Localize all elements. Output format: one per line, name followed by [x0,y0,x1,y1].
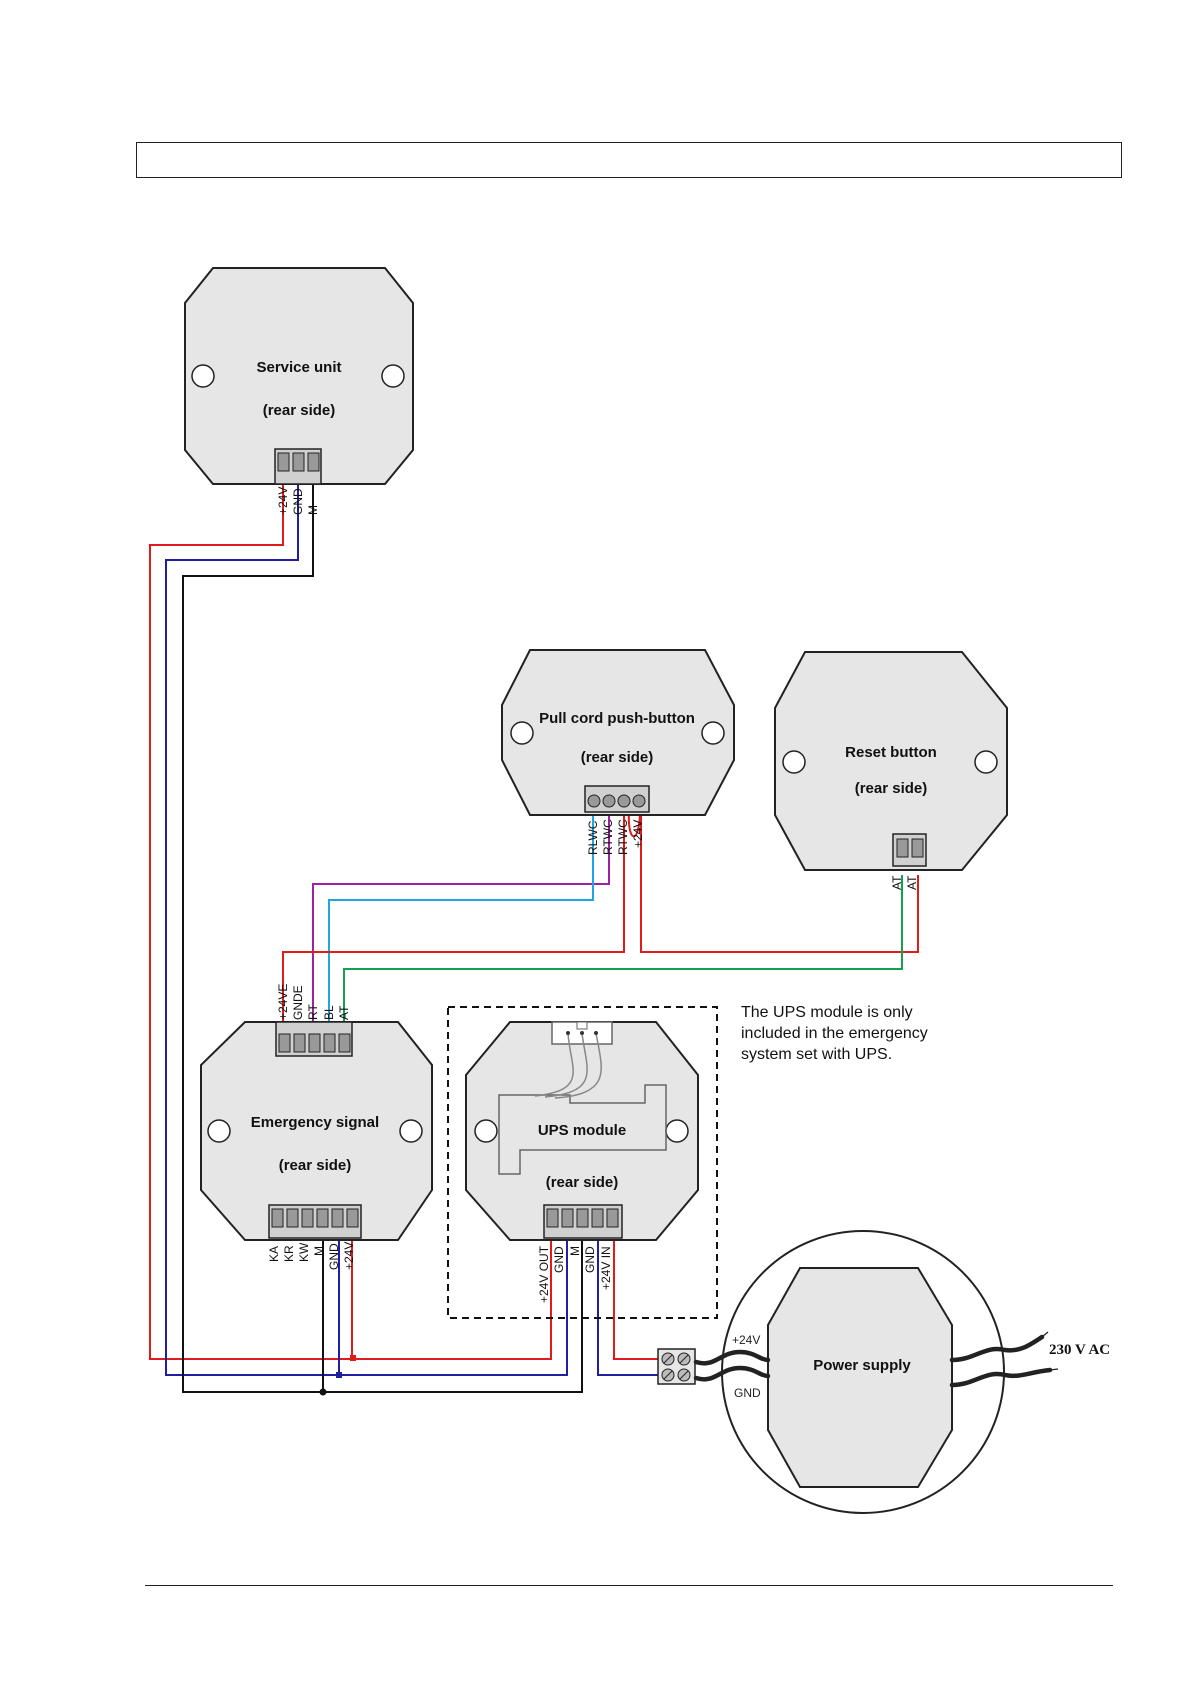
pin-label: AT [337,1005,351,1020]
mount-hole [191,364,215,388]
pin-label: GND [291,488,305,515]
terminal-block [584,785,650,813]
mount-hole [782,750,806,774]
mount-hole [510,721,534,745]
terminal-block-top [275,1021,353,1057]
ups-dashed-boundary [447,1006,718,1319]
mount-hole [474,1119,498,1143]
terminal-block-bottom [268,1204,362,1239]
wire-service-gnd [165,484,339,1376]
pin-label: GND [552,1246,566,1273]
ups-module-title: UPS module [538,1122,626,1139]
pin-label: +24V [342,1242,356,1270]
power-supply-plus-label: +24V [732,1333,760,1347]
pull-cord-subtitle: (rear side) [581,749,654,766]
power-supply-cables [693,1334,1053,1388]
pull-cord-push-button: Pull cord push-button (rear side) RLWC R… [501,649,735,855]
pin-label: RT [306,1004,320,1020]
pin-label: KW [297,1242,311,1262]
pin-label: RLWC [586,820,600,855]
pin-label: M [568,1246,582,1256]
pin-label: +24V [631,820,645,848]
mount-hole [974,750,998,774]
wire-ups-gnd [597,1230,660,1376]
pull-cord-title: Pull cord push-button [539,710,695,727]
screw-connector [657,1348,696,1385]
reset-button: Reset button (rear side) AT AT [774,651,1008,890]
wire-red-loop [627,809,641,838]
header-box [136,142,1122,178]
wire-purple [312,806,610,1024]
wire-service-24v [149,484,352,1360]
pin-label: AT [890,875,904,890]
pin-label: RTWC [616,819,630,855]
service-unit-title: Service unit [256,359,341,376]
pin-label: +24V IN [599,1246,613,1290]
pin-label: KA [267,1246,281,1262]
wire-em-m [322,1230,583,1393]
service-unit-subtitle: (rear side) [263,402,336,419]
ups-note-line-1: The UPS module is only [741,1004,913,1021]
pin-label: RTWC [601,819,615,855]
emergency-signal-subtitle: (rear side) [279,1157,352,1174]
power-supply-title: Power supply [813,1357,911,1374]
wire-cyan [328,806,594,1024]
power-supply-gnd-label: GND [734,1386,761,1400]
wire-red-24ve [282,806,625,1024]
emergency-signal: Emergency signal (rear side) +24VE GNDE … [200,984,433,1270]
pin-label: +24VE [276,984,290,1020]
mount-hole [207,1119,231,1143]
pin-label: GNDE [291,985,305,1020]
mount-hole [665,1119,689,1143]
mount-hole [701,721,725,745]
pin-label: AT [905,875,919,890]
reset-button-subtitle: (rear side) [855,780,928,797]
wire-red-reset [640,806,919,953]
wire-em-gnd [338,1230,568,1376]
pin-label: M [312,1246,326,1256]
mount-hole [381,364,405,388]
terminal-block [892,833,927,867]
mains-label: 230 V AC [1049,1342,1110,1358]
mount-hole [399,1119,423,1143]
pin-label: +24V OUT [537,1245,551,1303]
emergency-signal-title: Emergency signal [251,1114,379,1131]
pin-label: KR [282,1245,296,1262]
pin-label: GND [583,1246,597,1273]
ups-note-line-2: included in the emergency [741,1025,928,1042]
ups-note: The UPS module is only included in the e… [741,1004,928,1063]
ups-module: UPS module (rear side) +24V OUT GND M GN… [465,1021,699,1303]
pin-label: GND [327,1243,341,1270]
pin-label: BL [322,1005,336,1020]
wire-green-at [343,875,903,1024]
terminal-block [274,448,322,485]
terminal-block [543,1204,623,1239]
ups-module-subtitle: (rear side) [546,1174,619,1191]
reset-button-title: Reset button [845,744,937,761]
ups-battery-outline [498,1084,667,1175]
footer-rule [145,1585,1113,1586]
wire-em-24v [351,1230,552,1360]
pin-label: +24V [276,487,290,515]
wire-service-m [182,484,323,1393]
pin-label: M [306,505,320,515]
wire-junctions [319,1355,356,1396]
wire-ups-24vin [613,1230,660,1360]
power-supply: Power supply +24V GND 230 V AC [693,1230,1110,1514]
service-unit: Service unit (rear side) +24V GND M [184,267,414,515]
ups-note-line-3: system set with UPS. [741,1046,892,1063]
